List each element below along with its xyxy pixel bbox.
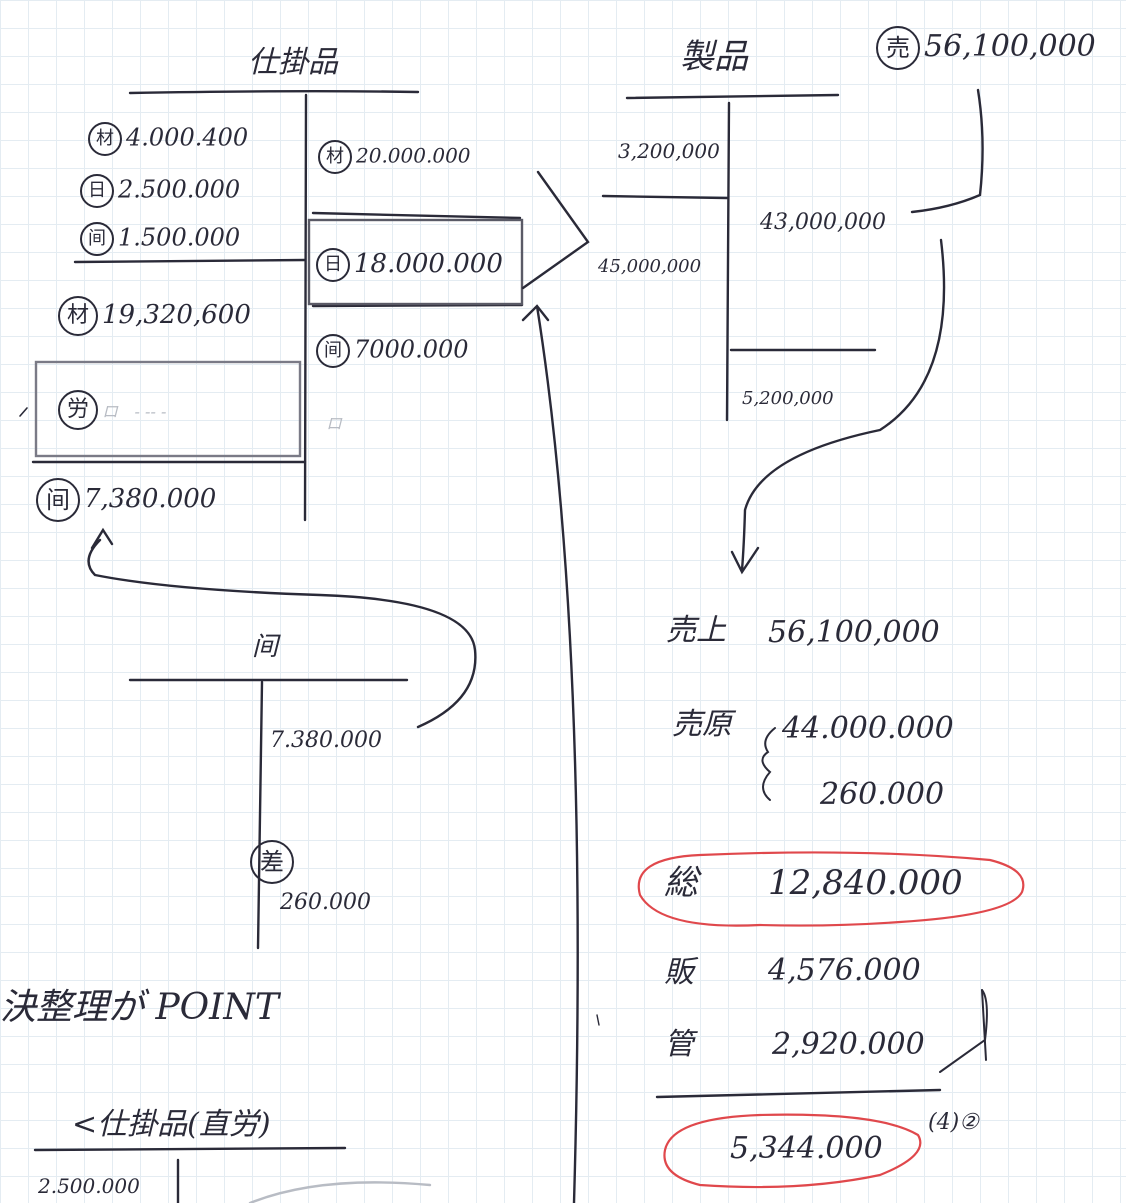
sales-label: 売上 — [666, 613, 726, 648]
wip-direct-labor-heading: <仕掛品(直労) — [72, 1107, 271, 1142]
wip-credit-box — [307, 218, 524, 306]
material-mark-icon: 材 — [58, 296, 98, 336]
question-note: (4)② — [928, 1110, 979, 1135]
diff-mark-row: 差 — [250, 840, 298, 884]
expense-bracket — [981, 989, 987, 1061]
overhead-credit-amount: 7.380.000 — [270, 728, 382, 753]
selling-expense-label: 販 — [664, 955, 694, 990]
transfer-arrow — [521, 170, 590, 290]
labor-mark-icon: 労 — [58, 390, 98, 430]
income-arrow — [730, 238, 946, 575]
faint-mark: ロ — [102, 402, 119, 421]
transfer-vertical-arrow — [521, 304, 579, 1203]
overhead-account-title: 间 — [252, 632, 279, 662]
wip-labor-row: 労ロ - -- - — [58, 390, 166, 430]
wip-debit-amount: 1.500.000 — [118, 223, 241, 252]
wip-account-title: 仕掛品 — [248, 45, 338, 80]
wip-debit-subtotal-rule — [73, 258, 307, 264]
wip-debit-amount: 4.000.400 — [126, 123, 249, 152]
wip-account-divider — [303, 93, 308, 522]
gross-profit-red-circle — [637, 851, 1025, 927]
sales-mark-icon: 売 — [876, 26, 920, 70]
sales-link-arrow — [910, 88, 984, 214]
product-credit-amount: 5,200,000 — [742, 388, 834, 409]
product-account-divider — [725, 101, 731, 422]
wip-account-top-rule — [128, 90, 420, 95]
faint-mark: - -- - — [134, 402, 167, 421]
overhead-mark-icon: 间 — [316, 334, 350, 368]
gross-profit-amount: 12,840.000 — [768, 863, 963, 903]
product-debit-amount: 3,200,000 — [618, 139, 720, 163]
product-debit-rule — [601, 194, 729, 200]
faint-mark: ロ — [326, 414, 343, 433]
wip-labor-box — [34, 360, 302, 458]
admin-expense-amount: 2,920.000 — [772, 1027, 925, 1062]
cogs-amount: 44.000.000 — [782, 711, 954, 746]
income-total-rule — [655, 1088, 942, 1099]
admin-expense-label: 管 — [664, 1027, 694, 1062]
wip-direct-labor-amount: 2.500.000 — [38, 1174, 140, 1198]
gross-profit-label: 総 — [664, 863, 698, 903]
material-mark-icon: 材 — [318, 140, 352, 174]
closing-point-heading: 決整理が POINT — [0, 987, 279, 1028]
cogs-brace — [761, 727, 776, 801]
overhead-mark-icon: 间 — [80, 222, 114, 256]
wip-credit-amount: 18.000.000 — [354, 249, 503, 279]
bottom-heading-rule — [33, 1146, 347, 1152]
overhead-credit-amount: 260.000 — [280, 890, 371, 915]
selling-expense-amount: 4,576.000 — [768, 953, 921, 988]
overhead-account-divider — [256, 680, 264, 950]
operating-profit-amount: 5,344.000 — [730, 1131, 883, 1166]
wip-debit-amount: 19,320,600 — [102, 300, 251, 330]
cogs-amount: 260.000 — [820, 777, 945, 812]
product-debit-amount: 45,000,000 — [598, 256, 702, 277]
overhead-return-arrow — [87, 527, 477, 729]
product-account-top-rule — [625, 93, 840, 100]
material-mark-icon: 材 — [88, 122, 122, 156]
wip-debit-amount: 2.500.000 — [118, 175, 241, 204]
wip-credit-rule — [311, 211, 522, 220]
day-mark-icon: 日 — [80, 174, 114, 208]
bottom-partial-oval — [248, 1181, 432, 1203]
overhead-mark-icon: 间 — [36, 478, 80, 522]
product-account-title: 製品 — [680, 37, 748, 77]
product-credit-amount: 43,000,000 — [760, 210, 886, 235]
wip-tick — [19, 407, 28, 417]
cogs-label: 売原 — [672, 707, 732, 742]
difference-mark-icon: 差 — [250, 840, 294, 884]
day-mark-icon: 日 — [316, 248, 350, 282]
sales-amount: 56,100,000 — [768, 615, 940, 650]
wip-credit-amount: 7000.000 — [354, 335, 469, 364]
wip-debit-amount: 7,380.000 — [84, 484, 217, 514]
wip-credit-amount: 20.000.000 — [356, 143, 471, 168]
left-margin-tick — [596, 1014, 600, 1026]
sales-note-amount: 56,100,000 — [924, 29, 1096, 64]
operating-profit-red-circle — [663, 1113, 922, 1189]
